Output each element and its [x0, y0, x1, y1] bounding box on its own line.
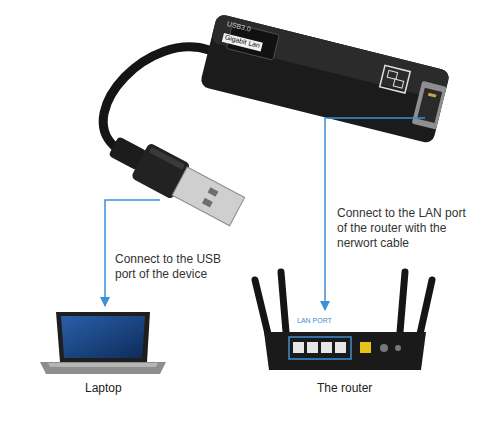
- callout-text: Connect to the LAN port of the router wi…: [337, 206, 477, 251]
- device-label: Laptop: [85, 381, 122, 396]
- port-label: LAN PORT: [297, 317, 332, 326]
- usb-plug: [104, 128, 246, 229]
- router-illustration: [255, 272, 432, 370]
- laptop-illustration: [40, 312, 166, 374]
- callout-text: Connect to the USB port of the device: [115, 252, 245, 282]
- device-label: The router: [317, 381, 372, 396]
- usb-cable: [103, 47, 209, 146]
